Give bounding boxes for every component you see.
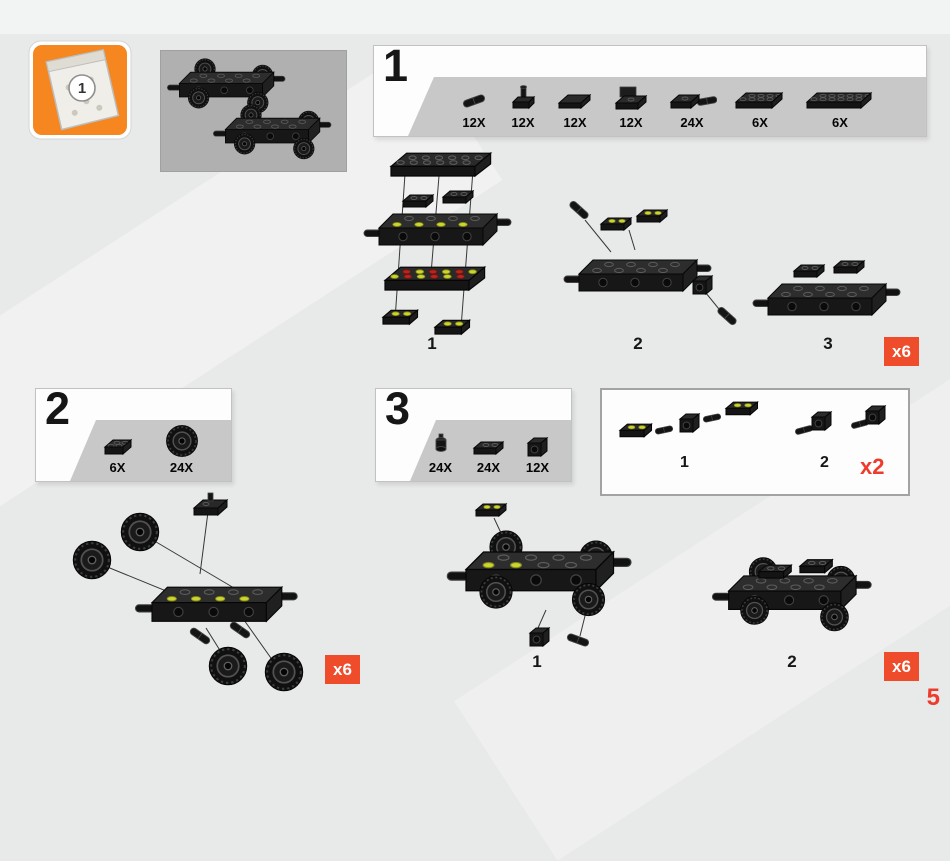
part-plate-2x6: 6X xyxy=(803,82,877,130)
part-count: 6X xyxy=(109,460,126,475)
part-count: 12X xyxy=(619,115,643,130)
step3-substep1-illustration xyxy=(430,496,655,648)
parts-bag-icon: 1 xyxy=(28,40,132,145)
bottom-substep-label-1: 1 xyxy=(532,652,542,671)
subassembly-label-2: 2 xyxy=(820,454,829,471)
part-count: 6X xyxy=(832,115,848,130)
part-count: 24X xyxy=(476,460,501,475)
step1-substep2-illustration xyxy=(545,199,738,327)
part-brick-1x1: 12X xyxy=(525,433,551,475)
multiplier-badge-step2: x6 xyxy=(325,655,360,684)
bag-number: 1 xyxy=(78,80,86,97)
step2-number: 2 xyxy=(45,383,70,434)
plate-2x4-icon xyxy=(734,91,784,110)
part-train-wheel: 24X xyxy=(163,423,201,475)
subassembly-panel: 1 2 x2 xyxy=(600,388,910,496)
part-count: 12X xyxy=(511,115,535,130)
part-plate-with-pin: 24X xyxy=(667,84,717,130)
assembly-preview-box xyxy=(160,50,347,172)
part-pin-with-stud: 12X xyxy=(506,84,540,130)
part-tile-2x2: 12X xyxy=(555,86,595,130)
step2-parts-panel: 2 6X 24X xyxy=(35,383,232,482)
plate-2x6-icon xyxy=(805,91,873,110)
page-number: 5 xyxy=(926,684,940,711)
subassembly-2-illustration xyxy=(794,405,886,436)
subassembly-1-illustration xyxy=(618,396,778,450)
plate-1x2-icon xyxy=(472,440,504,456)
part-count: 6X xyxy=(752,115,768,130)
part-count: 24X xyxy=(428,460,453,475)
step1-number: 1 xyxy=(383,40,408,91)
bag-illustration: 1 xyxy=(28,40,132,140)
substep-label-2: 2 xyxy=(633,334,643,353)
part-count: 12X xyxy=(563,115,587,130)
step1-substep3-illustration xyxy=(752,248,912,338)
multiplier-badge-step1: x6 xyxy=(884,337,919,366)
background-top-band xyxy=(0,0,950,34)
part-count: 24X xyxy=(169,460,194,475)
half-pin-icon xyxy=(435,433,446,452)
part-plate-1x2: 24X xyxy=(469,433,509,475)
step1-parts-panel: 1 12X 12X 12X xyxy=(373,40,927,137)
part-plate-2x2: 6X xyxy=(99,429,137,475)
subassembly-label-1: 1 xyxy=(680,454,689,471)
step3-number: 3 xyxy=(385,383,410,434)
substep-label-3: 3 xyxy=(823,334,833,353)
bracket-plate-icon xyxy=(614,86,648,111)
part-pin: 12X xyxy=(457,86,491,130)
parts-band xyxy=(70,420,231,481)
brick-1x1-icon xyxy=(527,437,547,457)
bottom-substep-label-2: 2 xyxy=(787,652,797,671)
part-half-pin: 24X xyxy=(429,431,453,475)
part-count: 24X xyxy=(680,115,704,130)
part-count: 12X xyxy=(525,460,550,475)
train-wheel-icon xyxy=(165,424,198,458)
subassembly-multiplier: x2 xyxy=(860,454,885,479)
substep-label-1: 1 xyxy=(427,334,437,353)
plate-2x2-icon xyxy=(103,438,132,456)
part-bracket-plate: 12X xyxy=(610,84,652,130)
step3-substep2-illustration xyxy=(710,536,885,654)
step2-build-illustration xyxy=(72,492,304,692)
pin-icon xyxy=(462,93,486,109)
part-count: 12X xyxy=(462,115,486,130)
part-plate-2x4: 6X xyxy=(732,82,788,130)
tile-2x2-icon xyxy=(557,93,592,110)
multiplier-badge-step3: x6 xyxy=(884,652,919,681)
step1-substep1-illustration xyxy=(365,152,515,345)
plate-with-pin-icon xyxy=(669,93,717,110)
bogie-pair-illustration xyxy=(161,51,344,169)
pin-stud-plate-icon xyxy=(511,85,536,110)
step3-parts-panel: 3 24X 24X 12X xyxy=(375,383,572,482)
